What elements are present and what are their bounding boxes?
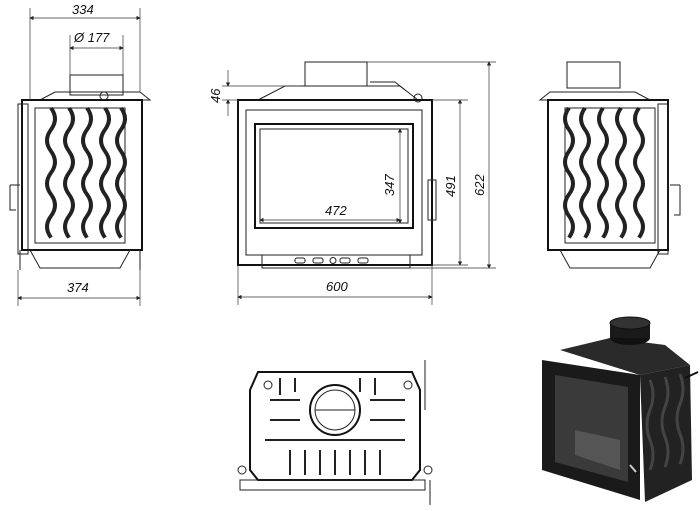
dim-label-600: 600	[326, 279, 348, 294]
front-view	[237, 61, 437, 269]
dimension-top-offset: 46	[208, 70, 300, 116]
dim-label-46: 46	[208, 88, 223, 103]
dim-label-334: 334	[72, 2, 94, 17]
dim-label-347: 347	[382, 174, 397, 196]
dimension-total-width: 600	[237, 265, 433, 305]
left-side-view	[9, 74, 152, 270]
fireplace-3d-render	[542, 316, 699, 502]
dimension-side-depth-top: 334	[29, 2, 141, 100]
dim-label-472: 472	[325, 203, 347, 218]
dimension-side-depth-bottom: 374	[17, 270, 141, 306]
top-view	[237, 360, 433, 505]
dimension-flue-diameter: Ø 177	[69, 30, 124, 75]
dimension-glass-height: 347	[382, 128, 403, 224]
dim-label-177: Ø 177	[73, 30, 110, 45]
dim-label-491: 491	[443, 175, 458, 197]
dim-label-374: 374	[67, 280, 89, 295]
dimension-glass-width: 472	[259, 203, 401, 223]
dimension-total-height: 622	[367, 61, 496, 269]
dimension-door-height: 491	[432, 99, 468, 266]
dim-label-622: 622	[472, 174, 487, 196]
right-side-view	[538, 61, 681, 269]
